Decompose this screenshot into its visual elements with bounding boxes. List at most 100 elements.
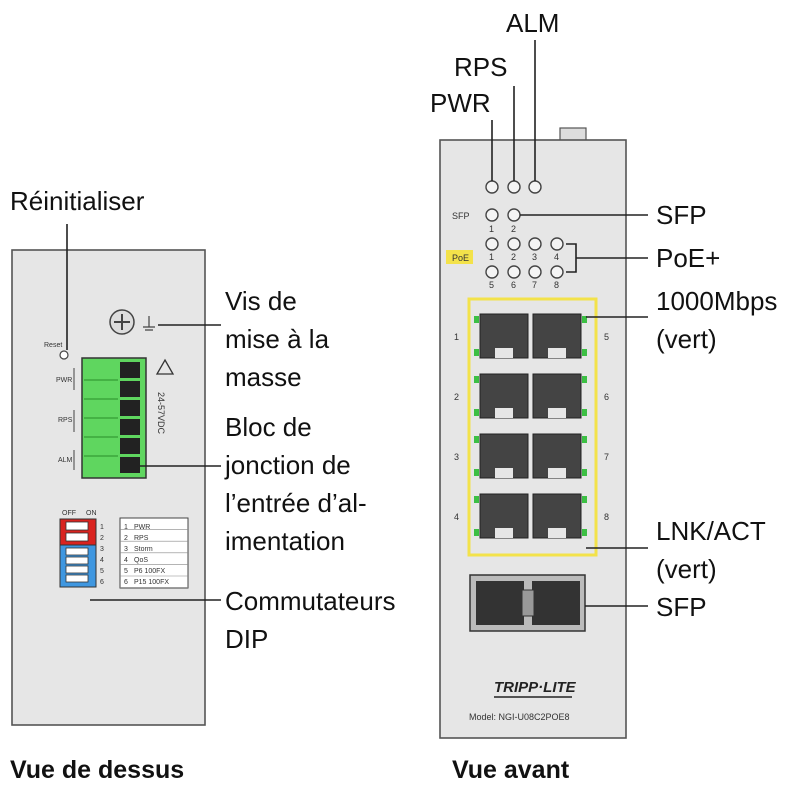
- reset-callout: Réinitialiser: [10, 186, 145, 216]
- dip-table-num: 1: [124, 524, 128, 531]
- speed-led-icon: [474, 316, 479, 323]
- poe-badge: [446, 250, 473, 264]
- rj45-port-clip: [495, 468, 513, 478]
- lnk-callout-line2: (vert): [656, 554, 717, 584]
- poe-callout: PoE+: [656, 243, 720, 273]
- terminal-callout-line4: imentation: [225, 526, 345, 556]
- poe-led-top-icon: [485, 237, 499, 251]
- poe-led-top-icon: [550, 237, 564, 251]
- lnk-led-icon: [474, 409, 479, 416]
- voltage-label: 24-57VDC: [156, 392, 166, 435]
- port-num-right: 6: [604, 392, 609, 402]
- front-view-caption: Vue avant: [452, 756, 570, 784]
- poe-led-top-num: 1: [489, 252, 494, 262]
- sfp-latch: [521, 589, 535, 617]
- reset-button-icon: [59, 350, 69, 360]
- dip-table-name: QoS: [134, 557, 148, 564]
- dip-switch-num: 6: [100, 579, 104, 586]
- alm-callout: ALM: [506, 8, 559, 38]
- rj45-port-clip: [548, 408, 566, 418]
- lnk-led-icon: [582, 349, 587, 356]
- dip-switch-num: 1: [100, 524, 104, 531]
- pwr-terminal-label: PWR: [56, 377, 72, 384]
- top-view-panel: [11, 249, 206, 726]
- dip-table-num: 2: [124, 535, 128, 542]
- dip-switch-levers: [65, 521, 89, 583]
- poe-led-bottom-num: 6: [511, 280, 516, 290]
- dip-callout-line2: DIP: [225, 624, 268, 654]
- sfp2-led-icon: [507, 208, 521, 222]
- rps-callout: RPS: [454, 52, 507, 82]
- dip-switch-num: 3: [100, 546, 104, 553]
- rj45-port-clip: [548, 348, 566, 358]
- dip-table-num: 3: [124, 546, 128, 553]
- speed-led-icon: [474, 496, 479, 503]
- dip-table-name: P15 100FX: [134, 579, 169, 586]
- lnk-led-icon: [474, 529, 479, 536]
- screw-cross-icon: [114, 314, 130, 330]
- dip-on-label: ON: [86, 510, 97, 517]
- lnk-led-icon: [474, 469, 479, 476]
- terminal-callout-line3: l’entrée d’al-: [225, 488, 367, 518]
- poe-led-grid: 1 5 2 6 3 7 4 8: [485, 237, 564, 290]
- dip-table-name: Storm: [134, 546, 153, 553]
- lnk-callout-line1: LNK/ACT: [656, 516, 766, 546]
- port-num-right: 8: [604, 512, 609, 522]
- poe-led-bottom-icon: [550, 265, 564, 279]
- lnk-led-icon: [582, 529, 587, 536]
- warning-icon: [155, 358, 175, 375]
- dip-table-num: 4: [124, 557, 128, 564]
- lnk-led-icon: [474, 349, 479, 356]
- ground-symbol-icon: [143, 316, 155, 331]
- speed-callout-line1: 1000Mbps: [656, 286, 777, 316]
- poe-led-top-num: 4: [554, 252, 559, 262]
- poe-led-bottom-num: 5: [489, 280, 494, 290]
- port-num-left: 1: [454, 332, 459, 342]
- top-view-caption: Vue de dessus: [10, 756, 184, 784]
- port-num-left: 4: [454, 512, 459, 522]
- poe-port-frame: [467, 297, 598, 557]
- ground-callout-line1: Vis de: [225, 286, 297, 316]
- sfp1-led-icon: [485, 208, 499, 222]
- poe-led-bottom-icon: [528, 265, 542, 279]
- lnk-led-icon: [582, 469, 587, 476]
- ground-callout-line3: masse: [225, 362, 302, 392]
- reset-device-label: Reset: [44, 342, 62, 349]
- poe-led-bottom-num: 7: [532, 280, 537, 290]
- sfp-port-1: [476, 581, 524, 625]
- terminal-screws: [84, 362, 140, 473]
- ground-callout-line2: mise à la: [225, 324, 330, 354]
- alm-terminal-label: ALM: [58, 457, 73, 464]
- poe-led-top-icon: [528, 237, 542, 251]
- poe-led-top-num: 2: [511, 252, 516, 262]
- speed-led-icon: [474, 436, 479, 443]
- rj45-port-clip: [548, 468, 566, 478]
- dip-table-name: RPS: [134, 535, 149, 542]
- alm-led-icon: [528, 180, 542, 194]
- dip-callout-line1: Commutateurs: [225, 586, 396, 616]
- port-num-right: 7: [604, 452, 609, 462]
- speed-led-icon: [582, 496, 587, 503]
- poe-led-top-num: 3: [532, 252, 537, 262]
- dip-off-label: OFF: [62, 510, 76, 517]
- rj45-port-clip: [495, 528, 513, 538]
- poe-led-bottom-num: 8: [554, 280, 559, 290]
- dip-switch-num: 2: [100, 535, 104, 542]
- sfp-led-callout: SFP: [656, 200, 707, 230]
- brand-logo-text: TRIPP·LITE: [494, 679, 577, 696]
- terminal-callout-line2: jonction de: [224, 450, 351, 480]
- sfp-port-callout: SFP: [656, 592, 707, 622]
- port-num-right: 5: [604, 332, 609, 342]
- port-num-left: 2: [454, 392, 459, 402]
- right-leader-lines: [491, 40, 648, 607]
- pwr-callout: PWR: [430, 88, 491, 118]
- poe-led-bottom-icon: [507, 265, 521, 279]
- rps-led-icon: [507, 180, 521, 194]
- dip-switch-num: 4: [100, 557, 104, 564]
- speed-led-icon: [582, 376, 587, 383]
- dip-table-num: 6: [124, 579, 128, 586]
- left-leader-lines: [66, 224, 221, 601]
